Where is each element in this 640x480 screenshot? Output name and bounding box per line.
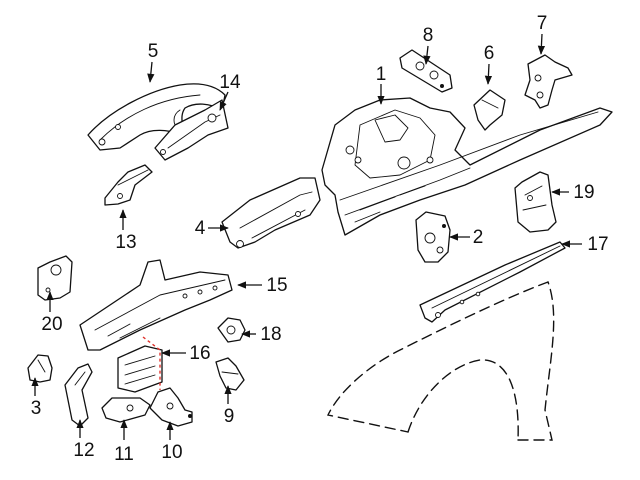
callout-19: 19 — [573, 182, 594, 203]
part-16-filler-block[interactable] — [117, 336, 163, 393]
part-3-clip[interactable] — [27, 354, 53, 383]
part-18-plug[interactable] — [217, 317, 246, 343]
part-2-plate[interactable] — [415, 211, 451, 263]
callout-1: 1 — [376, 64, 387, 85]
callout-10: 10 — [161, 442, 182, 463]
part-13-bracket[interactable] — [104, 164, 153, 206]
callout-8: 8 — [423, 25, 434, 46]
callout-3: 3 — [31, 398, 42, 419]
callout-5: 5 — [148, 41, 159, 62]
callout-6: 6 — [484, 43, 495, 64]
part-7-upper-mount[interactable] — [524, 54, 573, 109]
part-4-apron-reinforcement[interactable] — [221, 177, 321, 249]
part-15-lower-rail[interactable] — [79, 259, 233, 351]
callout-18: 18 — [260, 324, 281, 345]
callout-13: 13 — [115, 232, 136, 253]
part-5-fender-apron[interactable] — [87, 83, 226, 151]
callout-16: 16 — [189, 343, 210, 364]
part-17-lower-rail[interactable] — [419, 241, 566, 323]
fender-outline — [326, 281, 555, 441]
callout-11: 11 — [114, 444, 134, 465]
cut-line — [142, 336, 161, 390]
part-12-angled-bracket[interactable] — [64, 363, 93, 427]
callout-14: 14 — [219, 72, 241, 93]
callout-17: 17 — [587, 234, 608, 255]
part-10-lower-bracket[interactable] — [149, 387, 193, 427]
part-11-pad[interactable] — [101, 397, 151, 423]
callout-2: 2 — [473, 227, 484, 248]
part-1-shock-tower-assembly[interactable] — [321, 97, 613, 236]
callout-4: 4 — [195, 218, 206, 239]
callout-labels: 5 14 13 4 1 8 6 7 19 2 17 20 15 16 18 3 … — [31, 13, 609, 465]
leader-lines — [31, 33, 582, 440]
callout-7: 7 — [537, 13, 548, 34]
callout-20: 20 — [41, 314, 62, 335]
part-8-reinforcement-plate[interactable] — [399, 49, 453, 93]
callout-12: 12 — [73, 440, 94, 461]
part-9-tab[interactable] — [215, 357, 245, 391]
part-6-bracket[interactable] — [473, 89, 506, 131]
part-20-bracket[interactable] — [37, 255, 73, 301]
callout-9: 9 — [224, 406, 235, 427]
part-19-side-panel[interactable] — [514, 171, 557, 233]
callout-15: 15 — [266, 275, 287, 296]
part-14-fender-bracket[interactable] — [154, 99, 229, 161]
